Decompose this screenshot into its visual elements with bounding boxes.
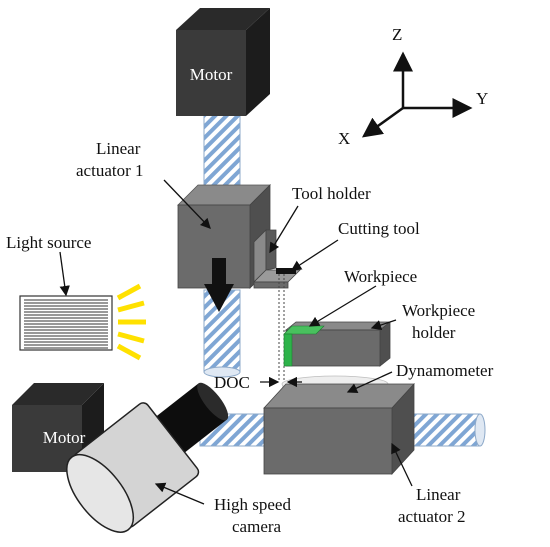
linear-actuator-1-label-line1: Linear — [96, 139, 141, 158]
linear-actuator-2-label-line1: Linear — [416, 485, 461, 504]
workpiece-holder-label-line1: Workpiece — [402, 301, 475, 320]
doc-label: DOC — [214, 373, 250, 392]
motor-top-cube: Motor — [176, 8, 270, 116]
workpiece-label: Workpiece — [344, 267, 417, 286]
tool-holder-bracket — [253, 229, 301, 289]
light-source-grille — [24, 299, 108, 349]
light-beams — [116, 283, 146, 361]
workpiece-holder — [283, 321, 392, 367]
tool-holder-label: Tool holder — [292, 184, 371, 203]
axis-z-label: Z — [392, 25, 402, 44]
downward-motion-arrow — [204, 258, 234, 312]
axis-x-label: X — [338, 129, 350, 148]
high-speed-camera — [66, 382, 229, 533]
cutting-tool-guide-lines — [278, 274, 285, 382]
coordinate-axes — [361, 51, 473, 138]
high-speed-camera-label-line2: camera — [232, 517, 282, 536]
linear-actuator-2-block — [263, 382, 415, 476]
light-source — [19, 283, 146, 361]
light-source-label: Light source — [6, 233, 91, 252]
high-speed-camera-label-line1: High speed — [214, 495, 291, 514]
leader-lines — [59, 179, 413, 505]
linear-actuator-1-label-line2: actuator 1 — [76, 161, 144, 180]
linear-actuator-2-label-line2: actuator 2 — [398, 507, 466, 526]
cutting-tool-label: Cutting tool — [338, 219, 420, 238]
dynamometer-label: Dynamometer — [396, 361, 494, 380]
workpiece-holder-label-line2: holder — [412, 323, 456, 342]
motor-bottom-label: Motor — [43, 428, 86, 447]
axis-y-label: Y — [476, 89, 488, 108]
motor-top-label: Motor — [190, 65, 233, 84]
